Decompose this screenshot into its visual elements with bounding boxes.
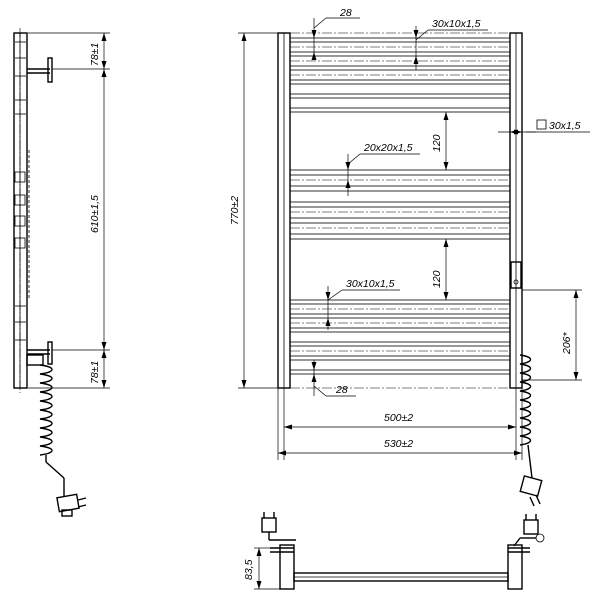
plug-icon	[56, 493, 87, 517]
height-dimension	[238, 32, 278, 389]
heating-element-icon	[510, 261, 522, 289]
top-right-plug-icon	[513, 514, 545, 547]
bottom-spacing-dimension	[311, 360, 356, 397]
front-plug-icon	[519, 475, 543, 507]
dim-overall-height: 770±2	[229, 196, 241, 225]
top-spacing-dimension	[311, 17, 360, 60]
dim-mount-spacing: 610±1,5	[89, 195, 101, 233]
middle-profile-leader	[345, 153, 420, 196]
dim-bar-spacing-bottom: 28	[335, 384, 348, 396]
side-bar-ends	[15, 41, 26, 341]
dim-connection-height: 206*	[561, 331, 573, 355]
side-dimensions	[28, 32, 110, 389]
side-heating-element	[26, 354, 44, 366]
dim-overall-width: 530±2	[384, 438, 413, 450]
dim-middle-bar-profile: 20x20x1,5	[363, 142, 413, 154]
front-view: 770±2 28 30x10x1,5 120	[229, 7, 590, 507]
dim-bar-spacing-top: 28	[339, 7, 352, 19]
bottom-wall-mount	[47, 341, 53, 365]
top-wall-mount	[47, 57, 53, 83]
connection-height-dimension	[522, 289, 582, 381]
side-upright	[13, 32, 28, 389]
inner-width-dimension	[283, 388, 517, 460]
top-view-left-post	[279, 544, 295, 590]
dim-gap-upper: 120	[431, 134, 443, 152]
upper-gap-dimension	[443, 112, 449, 170]
top-view: 83,5	[243, 512, 545, 590]
lower-gap-dimension	[443, 239, 449, 300]
top-profile-leader	[413, 26, 488, 70]
upright-profile-leader	[498, 119, 590, 135]
side-view: 78±1 610±1,5 78±1	[13, 28, 110, 517]
upper-bar-group	[289, 37, 511, 113]
overall-width-dimension	[277, 388, 523, 460]
dim-lower-bar-profile: 30x10x1,5	[346, 278, 395, 290]
dim-depth: 83,5	[243, 559, 255, 580]
top-left-plug-icon	[261, 512, 296, 541]
dim-top-bar-profile: 30x10x1,5	[432, 18, 481, 30]
dim-mount-bottom-offset: 78±1	[89, 361, 101, 384]
middle-bar-group	[289, 169, 511, 240]
dim-gap-lower: 120	[431, 270, 443, 288]
dim-inner-width: 500±2	[384, 412, 413, 424]
dim-mount-top-offset: 78±1	[89, 43, 101, 66]
square-section-icon	[536, 119, 547, 130]
front-coiled-cable	[519, 354, 532, 446]
lower-bar-group	[289, 299, 511, 375]
dim-upright-profile: 30x1,5	[549, 120, 581, 132]
lower-profile-leader	[325, 286, 400, 330]
depth-dimension	[254, 547, 280, 590]
coiled-cable-icon	[39, 364, 53, 456]
